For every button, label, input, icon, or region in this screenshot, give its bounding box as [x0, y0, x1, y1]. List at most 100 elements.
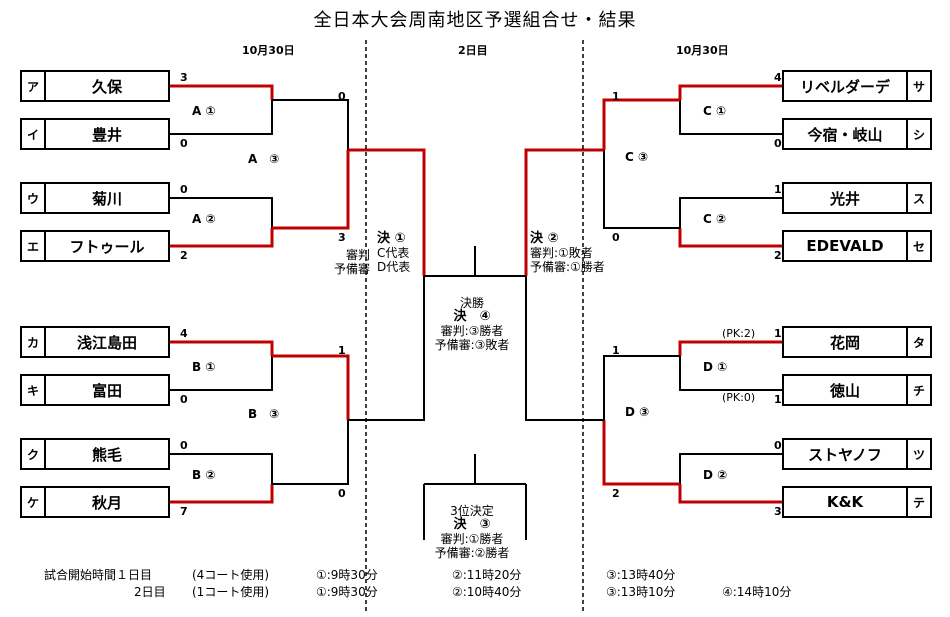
team-code: ツ — [906, 440, 930, 468]
bracket-line-b1-out — [272, 354, 350, 420]
bracket-line-a3-out — [348, 148, 426, 276]
score-u: 0 — [180, 183, 188, 196]
pk-score-chi: (PK:0) — [722, 391, 756, 404]
third-place-line1: 審判:①勝者 — [440, 532, 504, 546]
final-1-line2: D代表 — [377, 260, 411, 274]
bracket-line-b2-top — [170, 453, 273, 484]
match-label-d3: D ③ — [625, 405, 650, 419]
team-ta: 花岡タ — [782, 326, 932, 358]
final-2-line2: 予備審:①勝者 — [530, 260, 605, 274]
final-match-line2: 予備審:③敗者 — [434, 338, 510, 352]
bracket-line-d-bot — [679, 356, 782, 391]
score-i: 0 — [180, 137, 188, 150]
score-ka: 4 — [180, 327, 188, 340]
team-tsu: ストヤノフ ツ — [782, 438, 932, 470]
match-label-c3: C ③ — [625, 150, 649, 164]
bracket-line-b2-out — [272, 420, 349, 485]
score-ku: 0 — [180, 439, 188, 452]
score-a2-winner: 3 — [338, 231, 346, 244]
score-b1-winner: 1 — [338, 344, 346, 357]
score-a1-winner: 0 — [338, 90, 346, 103]
team-name: EDEVALD — [806, 237, 884, 255]
score-tsu: 0 — [774, 439, 782, 452]
match-label-a2: A ② — [192, 212, 216, 226]
bracket-line-a-bot — [170, 100, 273, 135]
schedule-row2-t3: ③:13時10分 — [606, 585, 676, 599]
final-2-title: 決 ② — [530, 231, 559, 246]
bracket-line-a2-top — [170, 197, 273, 228]
page-title: 全日本大会周南地区予選組合せ・結果 — [313, 10, 637, 31]
team-name: フトゥール — [69, 237, 145, 256]
bracket-line-c2-out — [603, 150, 680, 229]
team-i: イ豊井 — [20, 118, 170, 150]
team-name: 久保 — [91, 77, 122, 96]
final-match-title: 決 ④ — [453, 309, 491, 324]
third-place-info: 3位決定 決 ③ 審判:①勝者 予備審:②勝者 — [426, 504, 518, 560]
team-name: ストヤノフ — [808, 445, 882, 464]
bracket-line-a2-out — [272, 150, 350, 230]
bracket-line-d-top — [678, 340, 782, 356]
team-name: 光井 — [829, 189, 860, 208]
schedule-row1-label: 試合開始時間１日目 — [44, 568, 153, 582]
team-code: エ — [22, 232, 46, 260]
schedule-row1-courts: (4コート使用) — [192, 568, 269, 582]
team-e: エ フトゥール — [20, 230, 170, 262]
referee-note-a3: 審判 予備審 — [334, 248, 370, 276]
bracket-line-b3-out — [348, 276, 425, 421]
schedule-row1-t3: ③:13時40分 — [606, 568, 676, 582]
team-su: 光井 ス — [782, 182, 932, 214]
score-d2-winner: 2 — [612, 487, 620, 500]
score-ke: 7 — [180, 505, 188, 518]
score-a: 3 — [180, 71, 188, 84]
team-name: 熊毛 — [91, 445, 122, 464]
final-match-info: 決勝 決 ④ 審判:③勝者 予備審:③敗者 — [426, 296, 518, 352]
team-chi: 徳山チ — [782, 374, 932, 406]
team-name: 菊川 — [91, 189, 122, 208]
score-se: 2 — [774, 249, 782, 262]
match-label-b3: B ③ — [248, 407, 280, 421]
third-place-title: 決 ③ — [453, 517, 491, 532]
team-shi: 今宿・岐山シ — [782, 118, 932, 150]
team-code: カ — [22, 328, 46, 356]
team-u: ウ菊川 — [20, 182, 170, 214]
bracket-line-d2-out — [602, 420, 680, 486]
bracket-line-d3-out — [525, 276, 604, 421]
score-d1-winner: 1 — [612, 344, 620, 357]
score-chi: 1 — [774, 393, 782, 406]
bracket-line-a2-bot — [170, 228, 274, 248]
bracket-line-c1-out — [602, 98, 680, 150]
bracket-line-b-bot — [170, 356, 273, 391]
day-label-right: 10月30日 — [676, 44, 729, 57]
score-c2-winner: 0 — [612, 231, 620, 244]
score-su: 1 — [774, 183, 782, 196]
bracket-line-c-top — [678, 84, 782, 100]
schedule-row2-label: 2日目 — [134, 585, 166, 599]
pk-score-ta: (PK:2) — [722, 327, 756, 340]
final-match-head: 決勝 — [459, 296, 484, 310]
referee-label: 審判 — [346, 248, 371, 262]
third-place-line2: 予備審:②勝者 — [434, 546, 510, 560]
schedule-row2-courts: (1コート使用) — [192, 585, 269, 599]
final-1-line1: C代表 — [377, 246, 410, 260]
final-2-line1: 審判:①敗者 — [530, 246, 593, 260]
match-label-d2: D ② — [703, 468, 728, 482]
schedule-row1-t2: ②:11時20分 — [452, 568, 522, 582]
score-ta: 1 — [774, 327, 782, 340]
team-name: 秋月 — [91, 493, 122, 512]
match-label-a3: A ③ — [248, 152, 280, 166]
team-code: ス — [906, 184, 930, 212]
day-label-left: 10月30日 — [242, 44, 295, 57]
bracket-line-d2-top — [679, 453, 782, 484]
final-match-line1: 審判:③勝者 — [440, 324, 504, 338]
team-name: 今宿・岐山 — [807, 125, 883, 144]
bracket-line-d1-out — [603, 355, 680, 420]
team-ku: ク熊毛 — [20, 438, 170, 470]
bracket-line-c2-bot — [678, 228, 782, 248]
final-1-info: 決 ① C代表 D代表 — [377, 232, 411, 275]
bracket-line-a-top — [170, 84, 274, 100]
team-code: チ — [906, 376, 930, 404]
team-code: ア — [22, 72, 46, 100]
team-name: 花岡 — [829, 333, 860, 352]
score-sa: 4 — [774, 71, 782, 84]
